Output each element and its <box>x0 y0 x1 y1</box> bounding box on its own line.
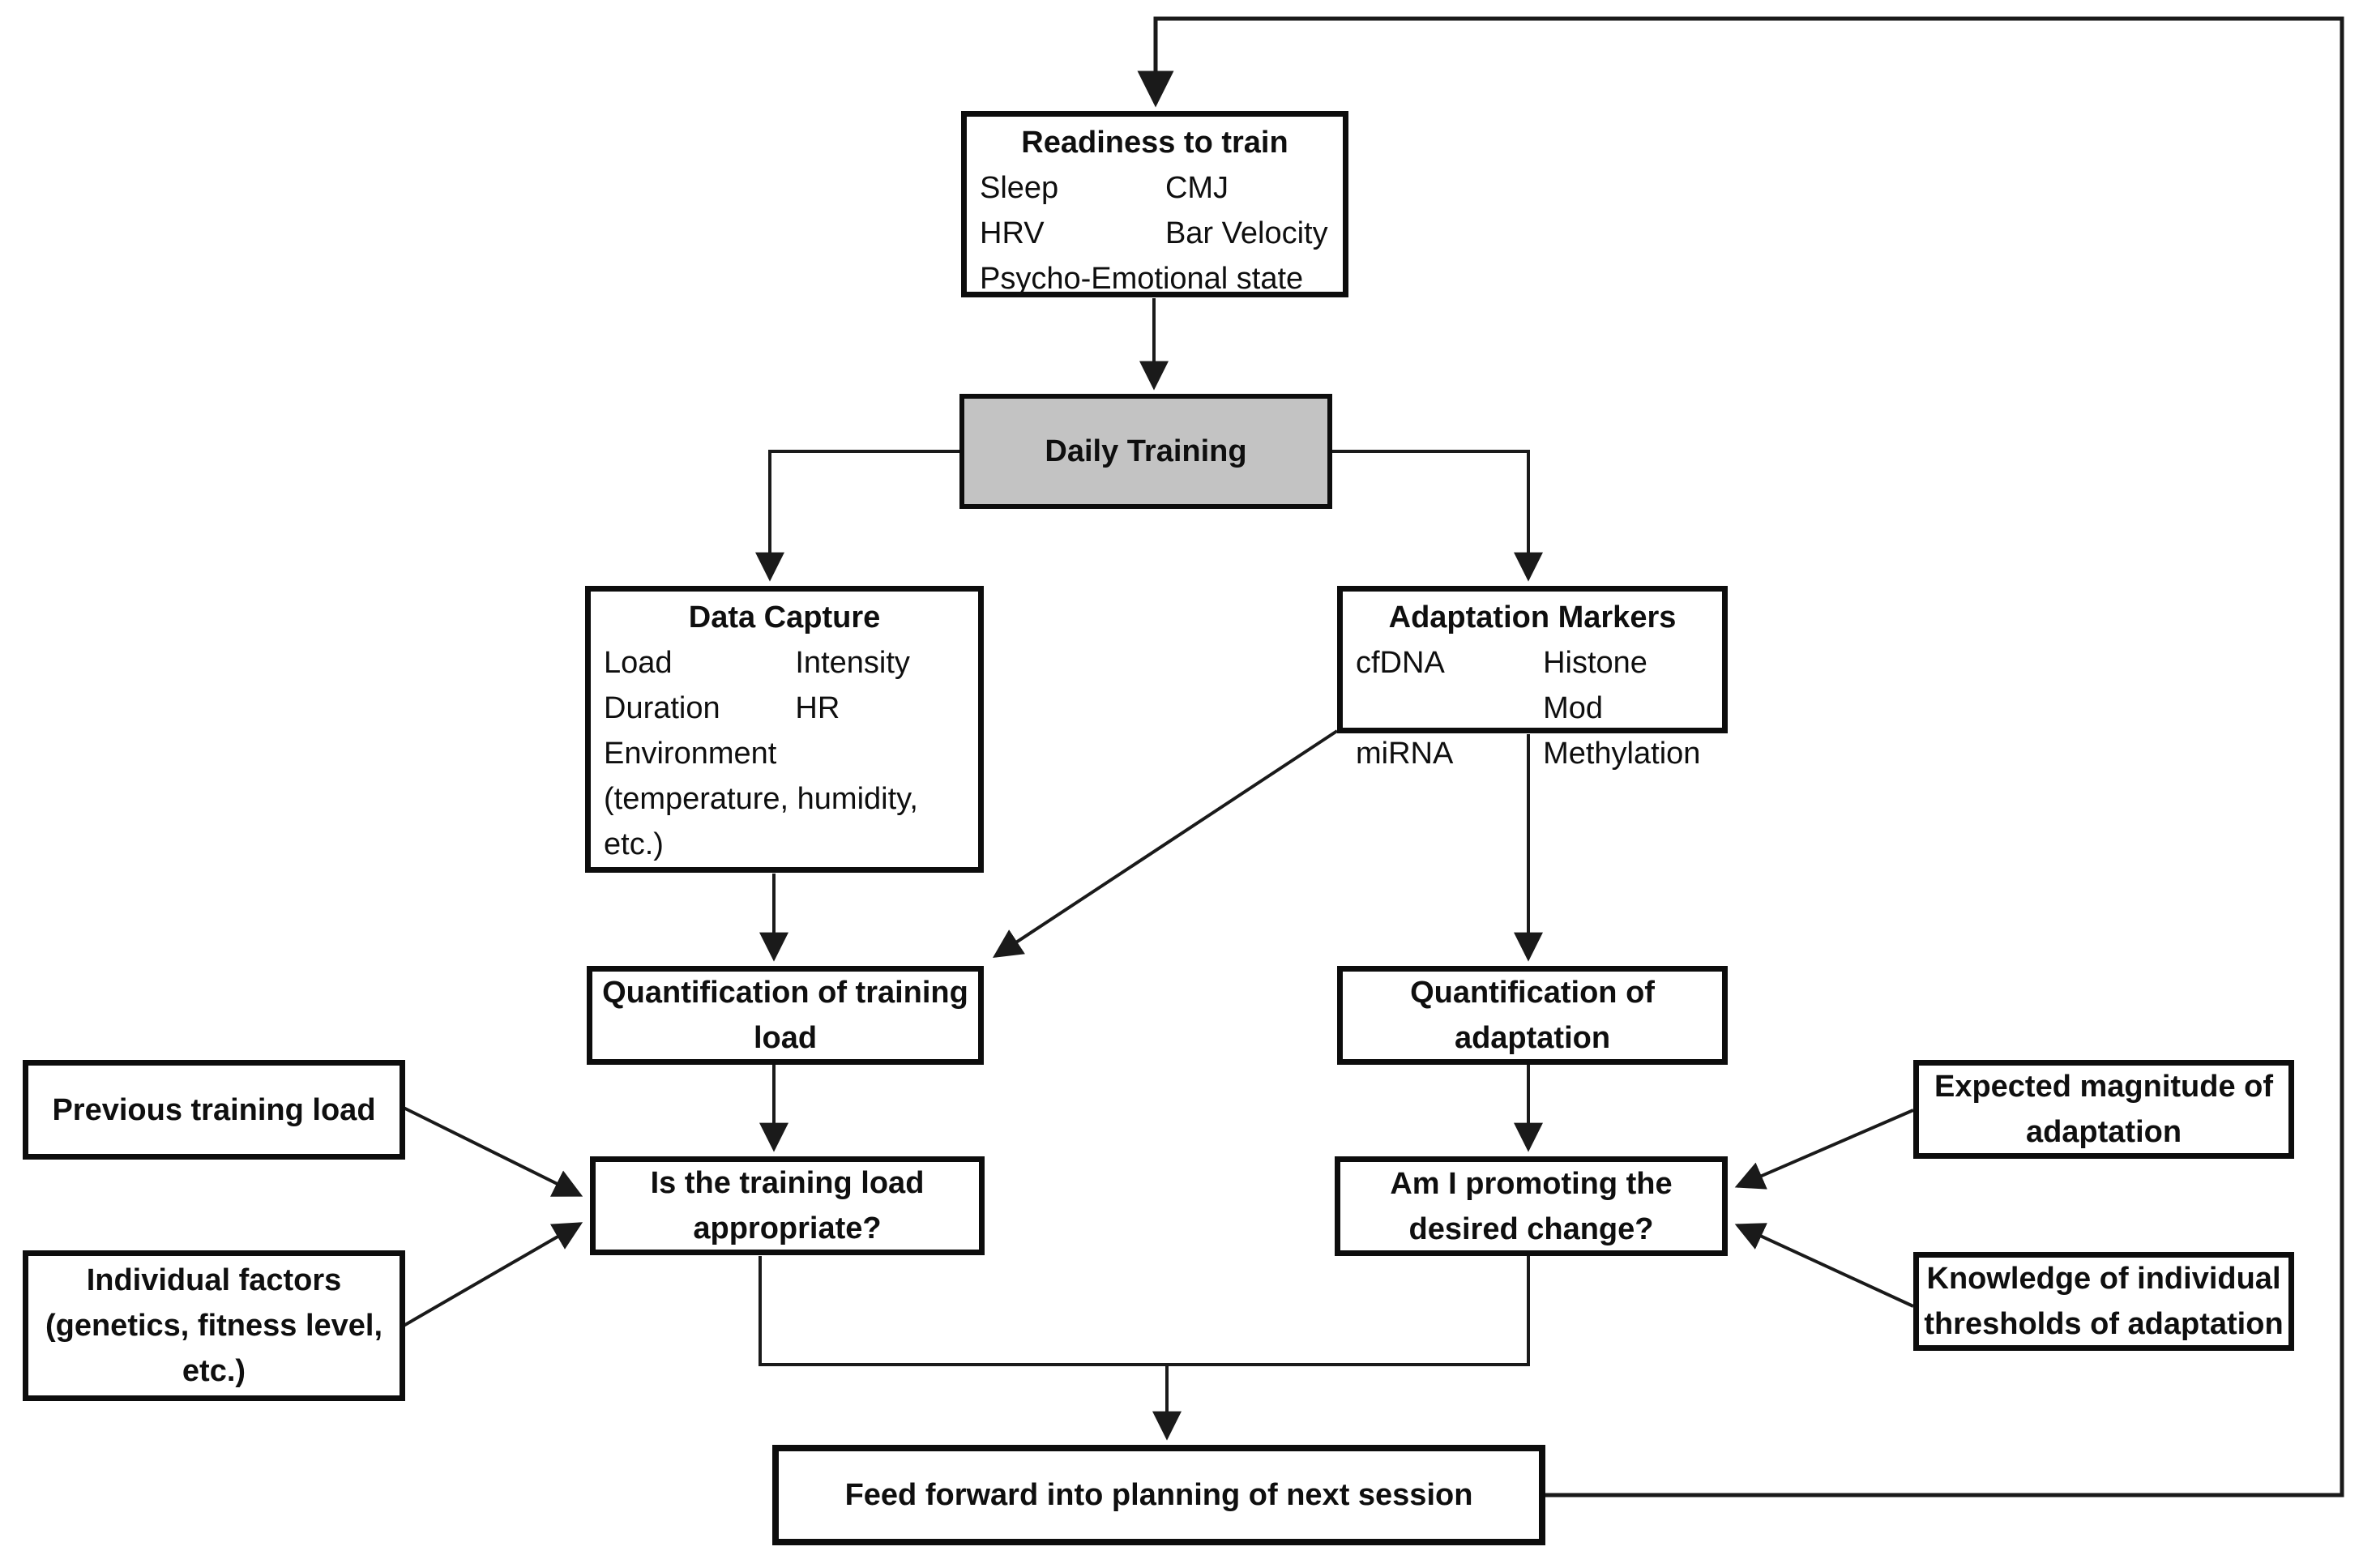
connector-answers-join <box>759 1256 1530 1366</box>
arrow-prevload-to-isload <box>403 1106 583 1197</box>
node-knowledge-individual-thresholds: Knowledge of individual thresholds of ad… <box>1913 1252 2294 1351</box>
arrow-daily-to-datacapture <box>755 450 961 582</box>
node-item: HRV <box>980 216 1045 250</box>
node-readiness-to-train: Readiness to train Sleep CMJ HRV Bar Vel… <box>961 111 1348 297</box>
node-quantification-training-load: Quantification of training load <box>587 966 984 1065</box>
node-title: Adaptation Markers <box>1388 600 1677 634</box>
node-line: Quantification of training <box>602 976 968 1010</box>
node-line: adaptation <box>1454 1021 1611 1055</box>
node-line: load <box>753 1021 818 1055</box>
node-title: Daily Training <box>1045 434 1247 468</box>
node-previous-training-load: Previous training load <box>23 1060 405 1160</box>
node-expected-magnitude-adaptation: Expected magnitude of adaptation <box>1913 1060 2294 1159</box>
node-item: Load <box>604 646 673 680</box>
node-line: (genetics, fitness level, <box>45 1309 383 1343</box>
node-item: Environment <box>604 737 777 771</box>
node-item: (temperature, humidity, <box>604 782 918 816</box>
node-item: Methylation <box>1543 737 1701 771</box>
node-line: Am I promoting the <box>1390 1166 1673 1201</box>
node-am-i-promoting-desired-change: Am I promoting the desired change? <box>1335 1156 1728 1256</box>
node-title: Data Capture <box>688 600 881 634</box>
node-item: miRNA <box>1356 737 1454 771</box>
node-adaptation-markers: Adaptation Markers cfDNA Histone Mod miR… <box>1337 586 1728 771</box>
node-item: Histone Mod <box>1543 646 1647 725</box>
node-individual-factors: Individual factors (genetics, fitness le… <box>23 1250 405 1401</box>
node-line: Previous training load <box>52 1092 376 1127</box>
node-item: Bar Velocity <box>1164 216 1328 250</box>
node-item: etc.) <box>604 827 664 861</box>
arrow-adaptmarkers-to-quantload <box>992 729 1339 958</box>
arrow-individual-to-isload <box>402 1222 583 1327</box>
node-feed-forward-next-session: Feed forward into planning of next sessi… <box>772 1445 1545 1545</box>
node-item: Sleep <box>980 171 1059 205</box>
node-daily-training: Daily Training <box>959 394 1332 509</box>
node-item: Psycho-Emotional state <box>980 262 1304 296</box>
node-row: miRNA Methylation <box>1343 731 1722 776</box>
node-row: Sleep CMJ <box>967 165 1343 211</box>
node-line: Individual factors <box>86 1263 342 1297</box>
node-line: Is the training load <box>650 1166 925 1200</box>
node-is-training-load-appropriate: Is the training load appropriate? <box>590 1156 985 1255</box>
node-line: Feed forward into planning of next sessi… <box>844 1478 1473 1512</box>
node-line: desired change? <box>1408 1211 1654 1246</box>
node-line: Knowledge of individual <box>1926 1262 2281 1296</box>
node-data-capture: Data Capture Load Intensity Duration HR … <box>585 586 984 873</box>
node-row: Load Intensity <box>591 640 978 686</box>
node-item: HR <box>795 691 840 725</box>
arrow-knowledge-to-ampromoting <box>1734 1223 1914 1308</box>
node-row: cfDNA Histone Mod <box>1343 640 1722 731</box>
node-title: Readiness to train <box>1021 126 1288 160</box>
node-row: HRV Bar Velocity <box>967 211 1343 256</box>
node-item: cfDNA <box>1356 646 1445 680</box>
node-line: Quantification of <box>1410 976 1655 1010</box>
arrow-daily-to-adaptmarkers <box>1331 450 1543 582</box>
node-item: Duration <box>604 691 720 725</box>
node-line: Expected magnitude of <box>1934 1070 2274 1104</box>
node-row: Duration HR <box>591 686 978 731</box>
node-item: Intensity <box>795 646 910 680</box>
node-line: etc.) <box>182 1354 246 1388</box>
arrow-expected-to-ampromoting <box>1734 1109 1914 1190</box>
arrow-feedback-loop <box>1137 16 2344 1498</box>
node-quantification-adaptation: Quantification of adaptation <box>1337 966 1728 1065</box>
node-item: CMJ <box>1164 171 1229 205</box>
node-line: thresholds of adaptation <box>1924 1307 2284 1341</box>
node-line: adaptation <box>2025 1115 2182 1149</box>
node-line: appropriate? <box>693 1211 882 1245</box>
